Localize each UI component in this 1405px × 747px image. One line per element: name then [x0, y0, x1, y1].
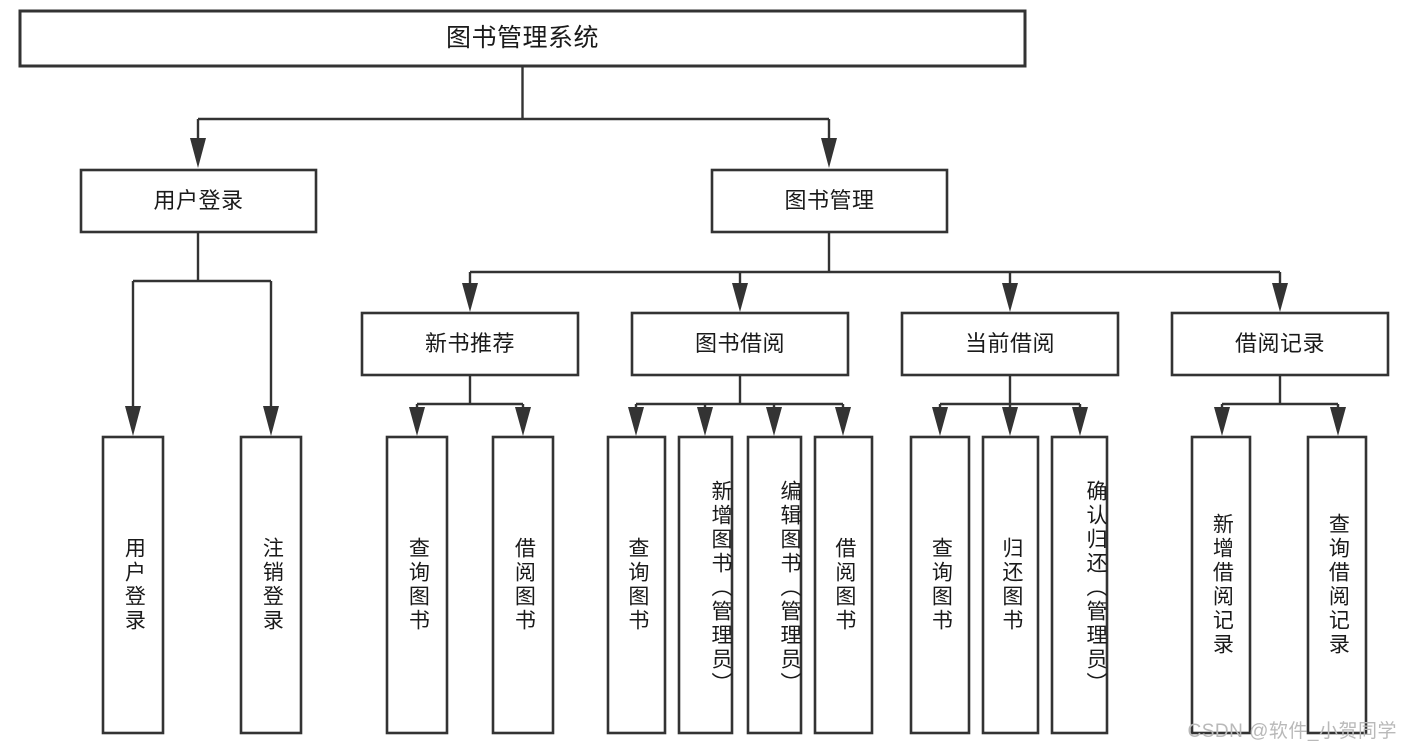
node-box-book-borrow[interactable]	[630, 311, 850, 377]
node-box-leaf-confirm-return[interactable]	[1050, 435, 1109, 735]
arrow-head-icon-to-user-login	[190, 138, 206, 168]
connector-group-borrowrecord-to-leaves	[1214, 375, 1346, 436]
node-box-leaf-query-book-c[interactable]	[909, 435, 971, 735]
arrow-head-icon-leaf-return-book	[1002, 407, 1018, 436]
node-box-leaf-add-record[interactable]	[1190, 435, 1252, 735]
arrow-head-icon-leaf-edit-book	[766, 407, 782, 436]
arrow-head-icon-leaf-logout	[263, 406, 279, 436]
arrow-head-icon-leaf-add-book	[697, 407, 713, 436]
node-box-user-login[interactable]	[79, 168, 318, 234]
node-box-leaf-return-book[interactable]	[981, 435, 1040, 735]
node-box-leaf-borrow-book-b[interactable]	[813, 435, 874, 735]
connector-group-root-to-level2	[190, 66, 837, 168]
arrow-head-icon-leaf-query-book-a	[409, 407, 425, 436]
node-box-book-manage[interactable]	[710, 168, 949, 234]
arrow-head-icon-leaf-borrow-book-b	[835, 407, 851, 436]
arrow-head-icon-to-new-book	[462, 283, 478, 312]
arrow-head-icon-to-borrow-record	[1272, 283, 1288, 312]
node-box-leaf-query-book-a[interactable]	[385, 435, 449, 735]
node-box-leaf-edit-book[interactable]	[746, 435, 803, 735]
arrow-head-icon-leaf-borrow-book-a	[515, 407, 531, 436]
arrow-head-icon-to-book-borrow	[732, 283, 748, 312]
arrow-head-icon-leaf-user-login	[125, 406, 141, 436]
arrow-head-icon-leaf-query-book-b	[628, 407, 644, 436]
node-box-leaf-logout[interactable]	[239, 435, 303, 735]
arrow-head-icon-to-current-borrow	[1002, 283, 1018, 312]
node-box-leaf-borrow-book-a[interactable]	[491, 435, 555, 735]
node-box-leaf-query-record[interactable]	[1306, 435, 1368, 735]
connector-group-currentborrow-to-leaves	[932, 375, 1088, 436]
node-box-root[interactable]	[18, 9, 1027, 68]
arrow-head-icon-to-book-manage	[821, 138, 837, 168]
connector-group-bookmanage-to-level3	[462, 232, 1288, 312]
arrow-head-icon-leaf-confirm-return	[1072, 407, 1088, 436]
node-box-leaf-add-book[interactable]	[677, 435, 734, 735]
node-box-borrow-record[interactable]	[1170, 311, 1390, 377]
connector-group-bookborrow-to-leaves	[628, 375, 851, 436]
connector-group-newbook-to-leaves	[409, 375, 531, 436]
node-box-leaf-user-login[interactable]	[101, 435, 165, 735]
node-box-new-book-recommend[interactable]	[360, 311, 580, 377]
watermark-credit: CSDN @软件_小贺同学	[1187, 721, 1397, 742]
node-box-current-borrow[interactable]	[900, 311, 1120, 377]
arrow-head-icon-leaf-add-record	[1214, 407, 1230, 436]
node-box-leaf-query-book-b[interactable]	[606, 435, 667, 735]
connector-group-userlogin-to-leaves	[125, 232, 279, 436]
arrow-head-icon-leaf-query-record	[1330, 407, 1346, 436]
arrow-head-icon-leaf-query-book-c	[932, 407, 948, 436]
